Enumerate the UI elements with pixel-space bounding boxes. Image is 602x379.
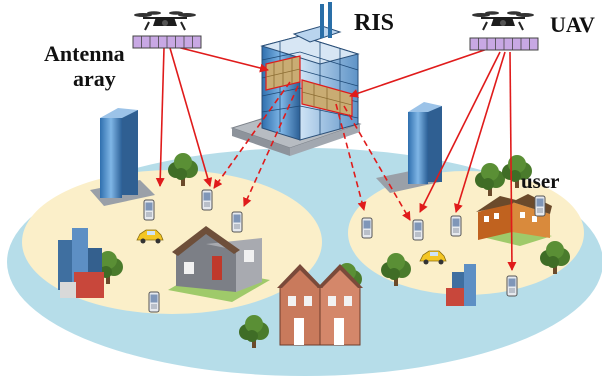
uav-label: UAV: [550, 12, 595, 37]
phone-icon: [201, 189, 213, 211]
ris-panel-left: [265, 55, 301, 91]
left-antenna-array-icon: [132, 35, 202, 49]
right-antenna-array-icon: [469, 37, 539, 51]
phone-icon: [231, 211, 243, 233]
left-skyscraper-icon: [90, 108, 155, 206]
left-uav-drone-icon: [133, 10, 197, 31]
phone-icon: [361, 217, 373, 239]
right-skyscraper-icon: [376, 102, 442, 193]
left-house-icon: [168, 226, 270, 302]
phone-icon: [148, 291, 160, 313]
left-city-buildings-icon: [58, 228, 104, 298]
phone-icon: [143, 199, 155, 221]
antenna-array-label: Antenna: [44, 41, 125, 66]
ris-label: RIS: [354, 10, 395, 36]
phone-icon: [506, 275, 518, 297]
right-city-buildings-icon: [446, 264, 476, 306]
phone-icon: [412, 219, 424, 241]
phone-icon: [534, 195, 546, 217]
right-uav-drone-icon: [471, 10, 535, 31]
ris-panel-right: [301, 79, 353, 117]
antenna-array-label-line2: aray: [73, 66, 116, 91]
center-townhouses-icon: [277, 264, 363, 346]
phone-icon: [450, 215, 462, 237]
signal-links: [155, 43, 517, 271]
user-label: user: [521, 169, 560, 193]
